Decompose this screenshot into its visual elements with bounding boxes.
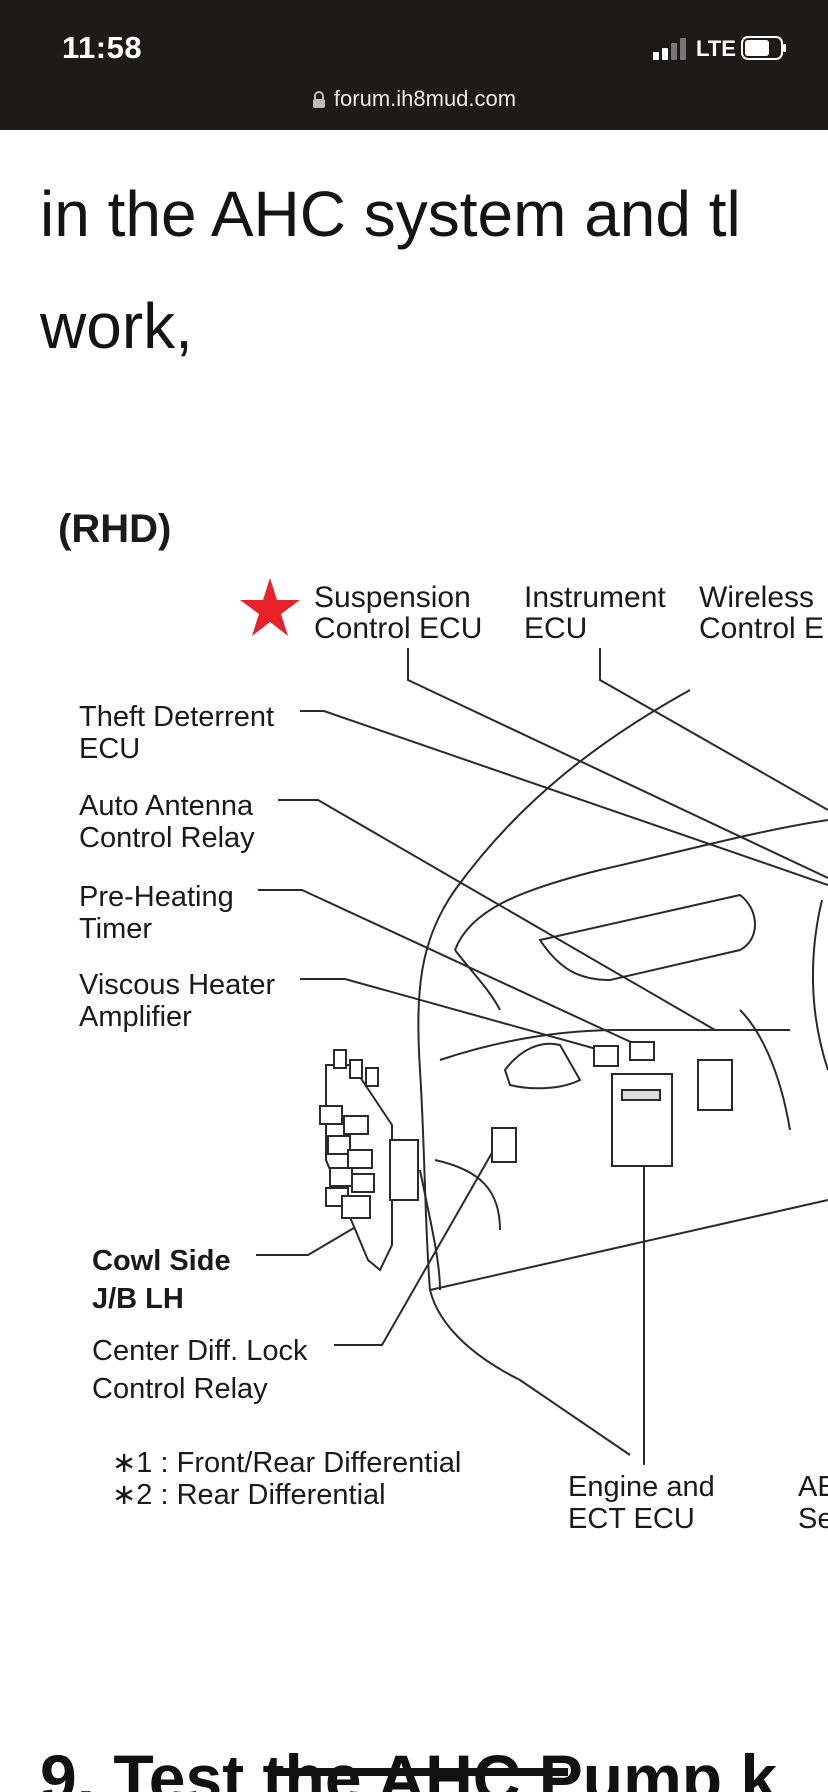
label-cowl-side-jb-lh: Cowl Side xyxy=(92,1245,231,1277)
label-suspension-control-ecu: Suspension xyxy=(314,581,471,614)
label-instrument-ecu: Instrument xyxy=(524,581,666,614)
article-text: in the AHC system and tl work, xyxy=(40,158,741,382)
label-auto-antenna-control-relay: Auto Antenna xyxy=(79,790,254,822)
footnote-1: ∗1 : Front/Rear Differential xyxy=(112,1447,461,1479)
center-diff-relay-component xyxy=(491,1127,517,1163)
label-wireless-control-line2: Control E xyxy=(699,612,824,645)
label-viscous-heater-amplifier: Viscous Heater xyxy=(79,969,275,1001)
diagram-variant-label: (RHD) xyxy=(58,507,171,551)
label-theft-deterrent-ecu: Theft Deterrent xyxy=(79,701,274,733)
label-pre-heating-timer: Pre-Heating xyxy=(79,881,234,913)
dashboard-outline xyxy=(417,689,828,1456)
diagram-svg: (RHD) Suspension Control ECU Instrument … xyxy=(58,507,828,1535)
label-engine-ect-ecu: Engine and xyxy=(568,1471,715,1503)
article-line: work, xyxy=(40,290,193,362)
strikethrough-line xyxy=(268,1768,568,1776)
page-content[interactable]: in the AHC system and tl work, (RHD) Sus… xyxy=(0,130,828,1792)
label-theft-deterrent-ecu-line2: ECU xyxy=(79,733,140,765)
label-viscous-heater-amplifier-line2: Amplifier xyxy=(79,1001,192,1033)
footnote-2: ∗2 : Rear Differential xyxy=(112,1479,386,1511)
label-cowl-side-jb-lh-line2: J/B LH xyxy=(92,1283,184,1315)
article-line: in the AHC system and tl xyxy=(40,178,741,250)
label-center-diff-lock-relay-line2: Control Relay xyxy=(92,1373,268,1405)
label-suspension-control-ecu-line2: Control ECU xyxy=(314,612,482,645)
battery-icon xyxy=(741,36,786,60)
signal-icon xyxy=(653,38,686,60)
address-bar[interactable]: forum.ih8mud.com xyxy=(0,86,828,112)
label-pre-heating-timer-line2: Timer xyxy=(79,913,152,945)
leader-lines xyxy=(256,648,828,1465)
wiring-location-diagram: (RHD) Suspension Control ECU Instrument … xyxy=(0,470,828,1750)
url-text: forum.ih8mud.com xyxy=(333,86,517,111)
viscous-heater-component xyxy=(593,1045,619,1067)
engine-ect-ecu-component xyxy=(611,1073,673,1167)
components xyxy=(319,1041,733,1272)
label-auto-antenna-control-relay-line2: Control Relay xyxy=(79,822,255,854)
antenna-relay-component xyxy=(697,1059,733,1111)
label-abs-sensor-line2: Se xyxy=(798,1503,828,1535)
next-section-heading: 9. Test the AHC Pump k xyxy=(40,1741,778,1792)
star-icon xyxy=(240,578,300,636)
label-instrument-ecu-line2: ECU xyxy=(524,612,587,645)
label-wireless-control: Wireless xyxy=(699,581,814,614)
label-abs-sensor: AE xyxy=(798,1471,828,1503)
network-type: LTE xyxy=(696,36,736,61)
label-center-diff-lock-relay: Center Diff. Lock xyxy=(92,1335,308,1367)
label-engine-ect-ecu-line2: ECT ECU xyxy=(568,1503,695,1535)
status-time: 11:58 xyxy=(62,30,143,65)
lock-icon xyxy=(312,91,325,109)
status-bar: 11:58 LTE forum.ih8mud.com xyxy=(0,0,828,130)
